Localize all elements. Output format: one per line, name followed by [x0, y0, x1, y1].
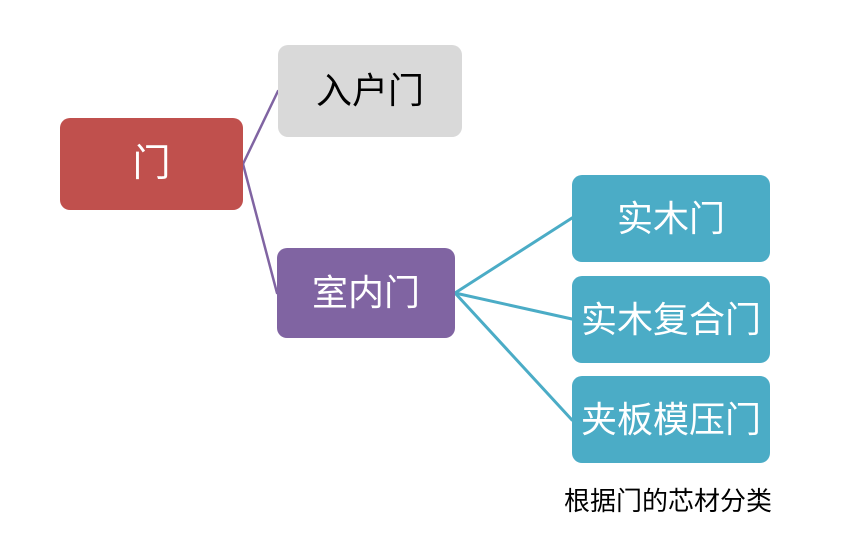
- connector-root-to-interior-door: [241, 162, 279, 295]
- connector-interior-to-solid-wood-door: [453, 216, 574, 295]
- node-plywood-molded-door-label: 夹板模压门: [580, 399, 761, 440]
- node-solid-wood-door: 实木门: [572, 175, 770, 262]
- node-interior-door: 室内门: [277, 248, 455, 338]
- node-wood-composite-door: 实木复合门: [572, 276, 770, 363]
- node-door-root: 门: [60, 118, 243, 210]
- node-door-root-label: 门: [132, 143, 171, 185]
- node-solid-wood-door-label: 实木门: [616, 198, 725, 239]
- connector-interior-to-plywood-molded-door: [453, 291, 574, 422]
- node-plywood-molded-door: 夹板模压门: [572, 376, 770, 463]
- node-interior-door-label: 室内门: [311, 273, 420, 313]
- connector-root-to-entry-door: [241, 89, 280, 166]
- node-entry-door: 入户门: [278, 45, 462, 137]
- node-wood-composite-door-label: 实木复合门: [580, 299, 761, 340]
- connector-interior-to-wood-composite-door: [453, 291, 574, 321]
- diagram-caption: 根据门的芯材分类: [564, 487, 773, 516]
- node-entry-door-label: 入户门: [315, 71, 424, 111]
